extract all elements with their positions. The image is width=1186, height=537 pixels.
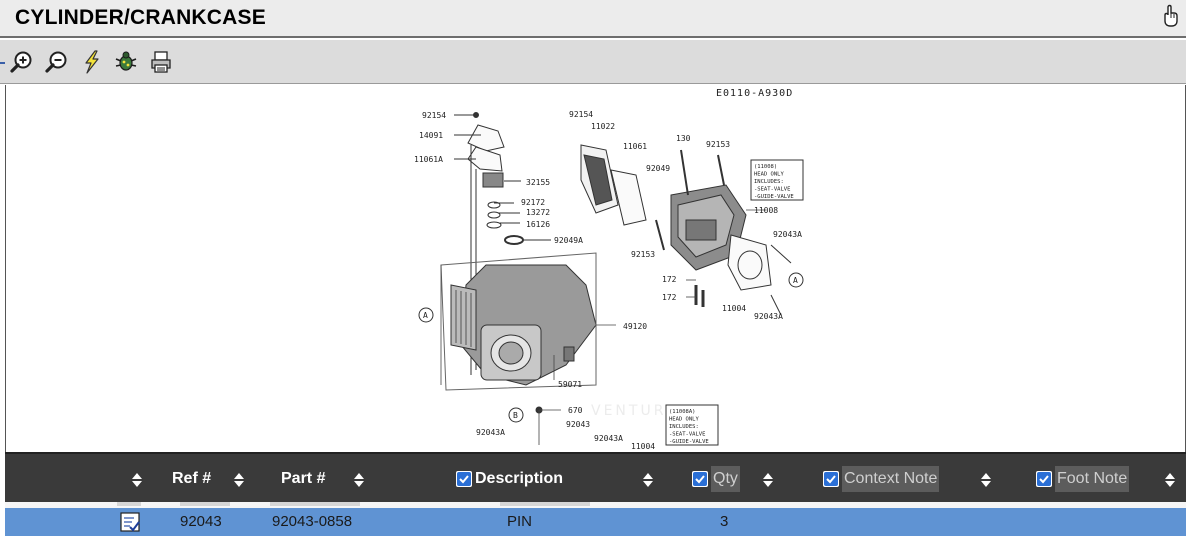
diagram-canvas: VENTURE xyxy=(414,110,804,451)
part-details-icon[interactable] xyxy=(120,512,140,532)
cover-assembly xyxy=(454,112,551,375)
marker-a-right: A xyxy=(793,276,798,285)
cell-qty: 3 xyxy=(720,513,729,530)
note-text: -SEAT-VALVE xyxy=(669,432,705,438)
callout-label[interactable]: 49120 xyxy=(623,322,647,331)
cell-description: PIN xyxy=(507,513,533,530)
callout-label[interactable]: 92049 xyxy=(646,164,670,173)
callout-label[interactable]: 11008 xyxy=(754,206,778,215)
watermark-text: VENTURE xyxy=(591,403,678,419)
callout-label[interactable]: 13272 xyxy=(526,208,550,217)
note-text: (11008A) xyxy=(669,409,696,415)
qty-checkbox[interactable] xyxy=(692,471,708,487)
foot-note-checkbox[interactable] xyxy=(1036,471,1052,487)
page-title: CYLINDER/CRANKCASE xyxy=(15,6,266,29)
foot-note-sort-icon[interactable] xyxy=(1164,472,1176,488)
description-label[interactable]: Description xyxy=(475,470,564,487)
callout-label[interactable]: 92043 xyxy=(566,420,590,429)
callout-label[interactable]: 172 xyxy=(662,275,677,284)
callout-label[interactable]: 92153 xyxy=(631,250,655,259)
row-stub xyxy=(500,502,590,506)
note-text: HEAD ONLY xyxy=(754,172,784,178)
callout-label[interactable]: 670 xyxy=(568,406,583,415)
callout-label[interactable]: 92154 xyxy=(569,110,593,119)
cell-part: 92043-0858 xyxy=(272,513,353,530)
exploded-parts-diagram[interactable]: E0110-A930D VENTURE xyxy=(5,85,1186,452)
column-header-part[interactable]: Part # xyxy=(281,470,326,487)
reference-markers xyxy=(418,272,804,423)
cell-ref: 92043 xyxy=(180,513,222,530)
note-text: INCLUDES: xyxy=(754,179,784,185)
callout-label[interactable]: 92154 xyxy=(422,111,446,120)
callout-leaders xyxy=(440,209,766,445)
callout-label[interactable]: 92153 xyxy=(706,140,730,149)
zoom-out-icon[interactable] xyxy=(43,48,71,76)
table-row[interactable]: 92043 92043-0858 PIN 3 xyxy=(5,508,1186,536)
marker-b: B xyxy=(513,411,518,420)
callout-label[interactable]: 11004 xyxy=(631,442,655,451)
toolbar xyxy=(0,40,1186,84)
callout-label[interactable]: 11022 xyxy=(591,122,615,131)
callout-label[interactable]: 130 xyxy=(676,134,691,143)
parts-grid-header: Ref # Part # Description Qty xyxy=(5,452,1186,502)
marker-a-left: A xyxy=(423,311,428,320)
qty-label[interactable]: Qty xyxy=(711,466,740,492)
row-stub xyxy=(180,502,230,506)
callout-label[interactable]: 14091 xyxy=(419,131,443,140)
note-box-1 xyxy=(750,159,804,201)
note-text: (11008) xyxy=(754,164,777,170)
callout-label[interactable]: 92043A xyxy=(476,428,505,437)
callout-label[interactable]: 92043A xyxy=(773,230,802,239)
column-header-qty: Qty xyxy=(692,454,740,504)
row-stub xyxy=(270,502,360,506)
row-stub xyxy=(117,502,141,506)
table-row-partial[interactable] xyxy=(5,502,1186,508)
callout-label[interactable]: 11061 xyxy=(623,142,647,151)
callout-label[interactable]: 11061A xyxy=(414,155,443,164)
zoom-in-icon[interactable] xyxy=(8,48,36,76)
print-icon[interactable] xyxy=(147,48,175,76)
column-header-description: Description xyxy=(456,454,563,504)
callout-label[interactable]: 172 xyxy=(662,293,677,302)
callout-label[interactable]: 16126 xyxy=(526,220,550,229)
context-note-label[interactable]: Context Note xyxy=(842,466,940,492)
callout-label[interactable]: 92172 xyxy=(521,198,545,207)
cursor-hand-icon[interactable] xyxy=(1162,4,1182,28)
callout-label[interactable]: 92049A xyxy=(554,236,583,245)
foot-note-label[interactable]: Foot Note xyxy=(1055,466,1130,492)
context-note-sort-icon[interactable] xyxy=(980,472,992,488)
column-header-foot-note: Foot Note xyxy=(1036,454,1130,504)
callout-label[interactable]: 32155 xyxy=(526,178,550,187)
note-text: -GUIDE-VALVE xyxy=(669,439,709,445)
qty-sort-icon[interactable] xyxy=(762,472,774,488)
callout-label[interactable]: 92043A xyxy=(754,312,783,321)
callout-label[interactable]: 11004 xyxy=(722,304,746,313)
note-text: -SEAT-VALVE xyxy=(754,187,790,193)
title-bar: CYLINDER/CRANKCASE xyxy=(0,0,1186,38)
left-edge-marker xyxy=(0,62,5,64)
column-header-ref[interactable]: Ref # xyxy=(172,470,212,487)
sort-icon[interactable] xyxy=(131,472,143,488)
callout-label[interactable]: 59071 xyxy=(558,380,582,389)
column-header-context-note: Context Note xyxy=(823,454,940,504)
callout-label[interactable]: 92043A xyxy=(594,434,623,443)
description-checkbox[interactable] xyxy=(456,471,472,487)
note-text: INCLUDES: xyxy=(669,424,699,430)
note-box-2 xyxy=(665,404,719,446)
note-text: HEAD ONLY xyxy=(669,417,699,423)
lightning-icon[interactable] xyxy=(78,48,106,76)
crankcase-block xyxy=(440,252,597,414)
context-note-checkbox[interactable] xyxy=(823,471,839,487)
diagram-code: E0110-A930D xyxy=(716,88,794,99)
ref-sort-icon[interactable] xyxy=(233,472,245,488)
note-text: -GUIDE-VALVE xyxy=(754,194,794,200)
description-sort-icon[interactable] xyxy=(642,472,654,488)
head-assembly xyxy=(580,144,792,316)
settings-bug-icon[interactable] xyxy=(112,48,140,76)
part-sort-icon[interactable] xyxy=(353,472,365,488)
